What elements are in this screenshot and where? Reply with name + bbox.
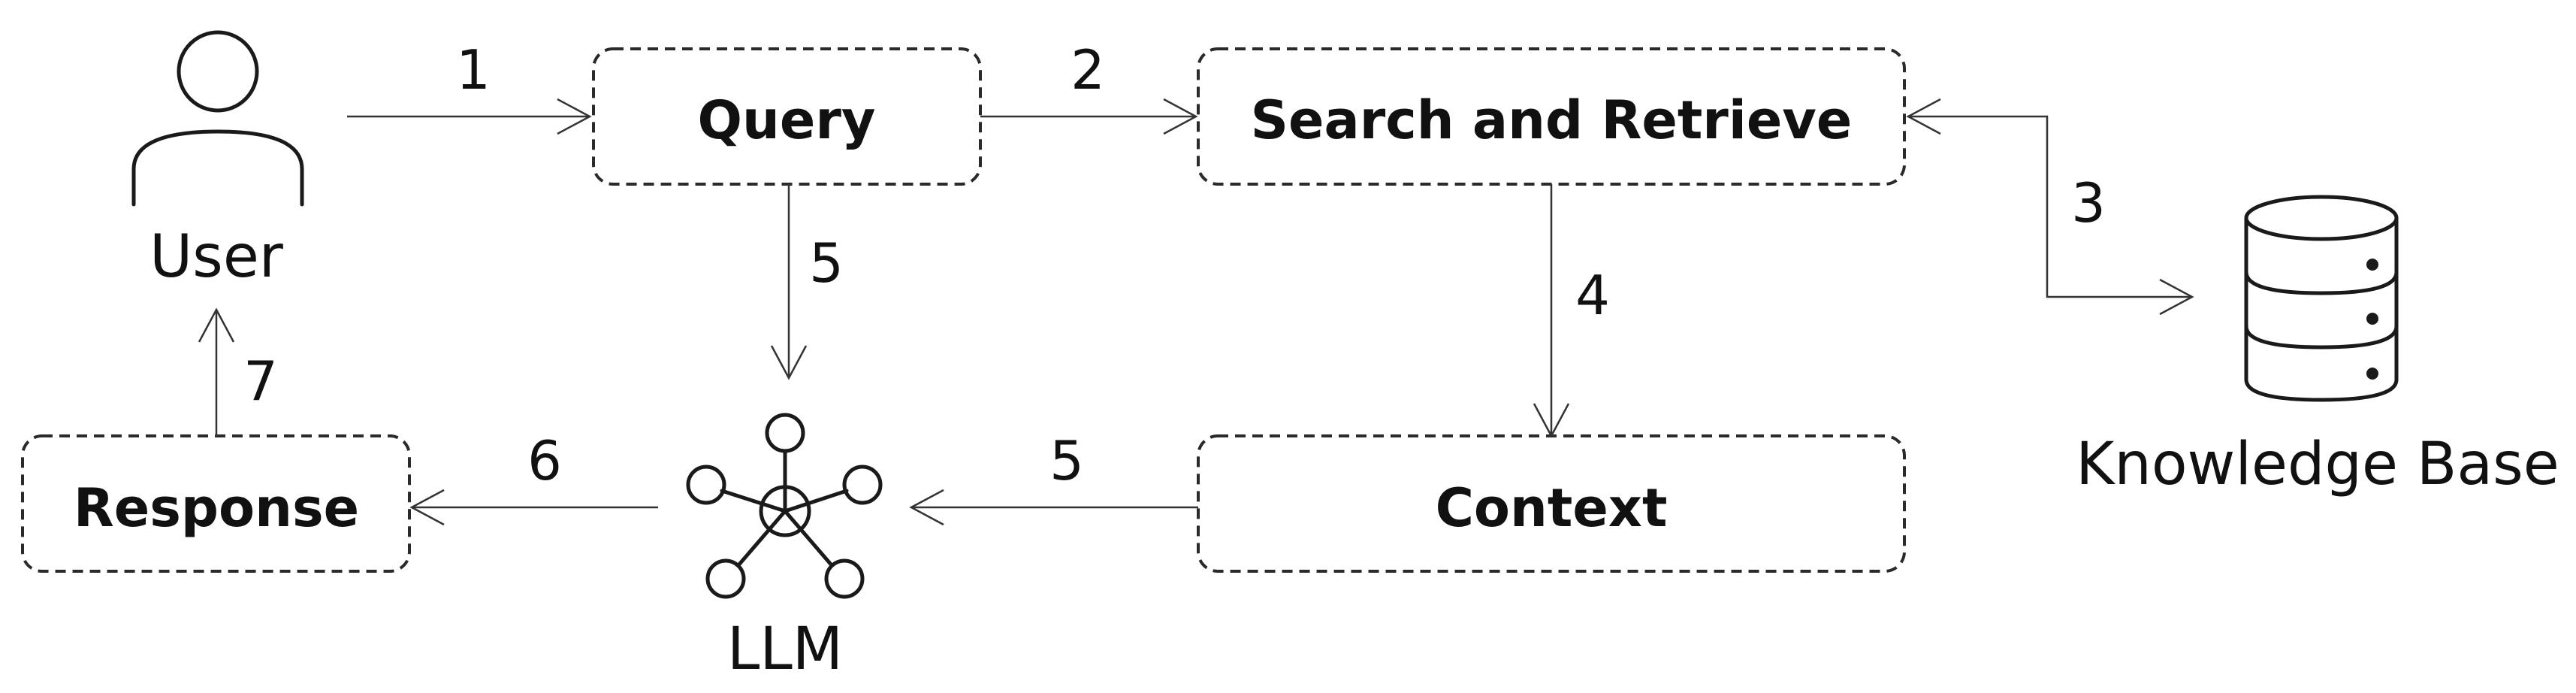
edge-user-to-query: [347, 98, 592, 135]
edge-label-4: 4: [1575, 264, 1610, 327]
edge-llm-to-response: [409, 489, 658, 526]
edge-label-5-query: 5: [809, 232, 844, 295]
response-box: Response: [21, 434, 411, 573]
response-label: Response: [74, 477, 359, 539]
edge-query-to-llm: [770, 184, 808, 380]
edge-response-to-user: [198, 307, 235, 436]
edge-label-7: 7: [243, 350, 278, 413]
edge-context-to-llm: [909, 489, 1198, 526]
query-label: Query: [698, 89, 876, 151]
user-label: User: [149, 223, 284, 291]
user-icon: [131, 30, 304, 207]
edge-label-3: 3: [2071, 171, 2106, 235]
llm-label: LLM: [727, 616, 843, 683]
edge-label-5-context: 5: [1049, 429, 1084, 492]
knowledge-base-label: Knowledge Base: [2076, 431, 2559, 498]
context-label: Context: [1436, 477, 1668, 539]
edge-label-6: 6: [527, 429, 562, 492]
edge-search-to-context: [1533, 184, 1570, 438]
network-hub-icon: [686, 413, 883, 599]
context-box: Context: [1197, 434, 1906, 573]
edge-label-1: 1: [456, 38, 491, 101]
search-retrieve-box: Search and Retrieve: [1197, 47, 1906, 186]
search-retrieve-label: Search and Retrieve: [1251, 89, 1853, 151]
edge-search-knowledge-base: [1906, 98, 2194, 316]
edge-label-2: 2: [1071, 38, 1105, 101]
edge-query-to-search: [980, 98, 1198, 135]
query-box: Query: [592, 47, 982, 186]
database-icon: [2244, 195, 2399, 402]
